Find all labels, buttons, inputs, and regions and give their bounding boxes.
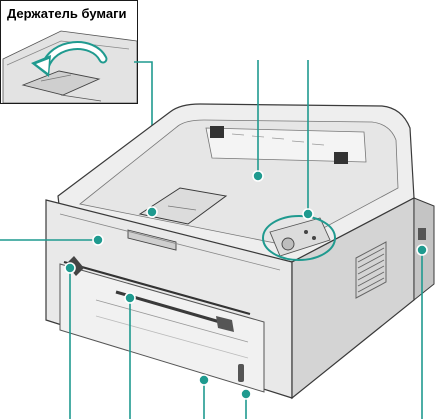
callout-dot-manual-feed	[64, 262, 76, 274]
power-button-icon[interactable]	[281, 237, 295, 251]
callout-dot-paper-tray	[198, 374, 210, 386]
inset-title: Держатель бумаги	[7, 6, 127, 21]
callout-dot-rear-port	[416, 244, 428, 256]
callout-dot-feed-guides	[124, 292, 136, 304]
status-led-icon	[304, 230, 308, 234]
inset-paper-support: Держатель бумаги	[0, 0, 138, 104]
paper-level-indicator	[238, 364, 244, 382]
inset-paper-support-flap	[21, 70, 101, 96]
rear-guide-left	[210, 126, 224, 138]
status-led-icon-2	[312, 236, 316, 240]
parallel-port	[418, 228, 426, 240]
front-cover-handle	[127, 229, 177, 251]
callout-dot-control-panel	[302, 208, 314, 220]
rear-guide-right	[334, 152, 348, 164]
callout-dot-paper-level	[240, 388, 252, 400]
callout-dot-front-cover	[92, 234, 104, 246]
manual-feed-guide-right	[216, 316, 234, 332]
callout-dot-output-tray	[252, 170, 264, 182]
callout-dot-paper-support	[146, 206, 158, 218]
paper-support	[138, 187, 228, 225]
side-vents	[357, 247, 385, 293]
paper-tray	[59, 263, 265, 393]
control-panel-highlight	[262, 215, 336, 261]
